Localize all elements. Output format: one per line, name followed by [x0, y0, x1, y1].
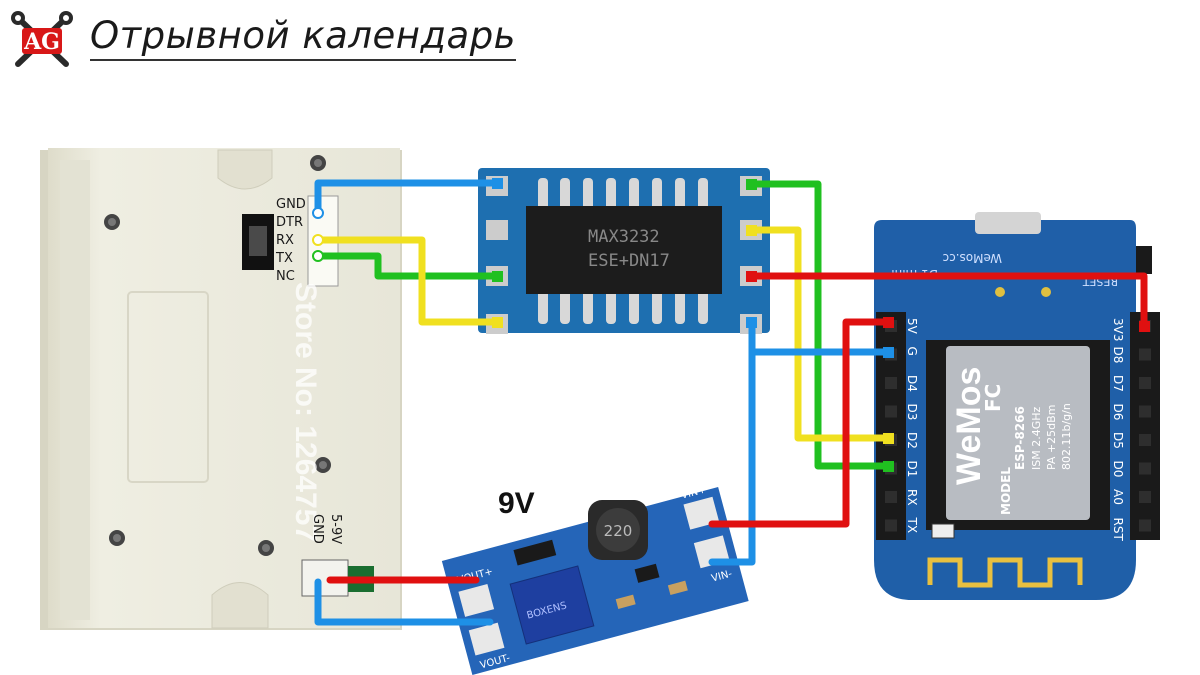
esp-line-4: 802.11b/g/n: [1060, 403, 1073, 470]
screw-icon: [315, 457, 331, 473]
smd-component: [931, 523, 955, 539]
right-header-pin-label: 3V3: [1111, 318, 1125, 341]
pcb-antenna: [927, 557, 1083, 588]
power-label-gnd: GND: [310, 514, 325, 544]
left-header-pin: [885, 377, 897, 389]
right-header-pin: [1139, 434, 1151, 446]
logo-text: AG: [23, 29, 60, 55]
left-header-pin-label: D3: [905, 404, 919, 421]
screw-icon: [258, 540, 274, 556]
diode: [513, 539, 557, 566]
esp-line-3: PA +25dBm: [1045, 405, 1058, 470]
page-title: Отрывной календарь: [90, 14, 516, 61]
pin-label-gnd: GND: [276, 197, 306, 212]
left-header-pin-label: D4: [905, 375, 919, 392]
printer-panel-recess: [127, 291, 209, 483]
pin-label-tx: TX: [275, 251, 293, 266]
screw-icon: [104, 214, 120, 230]
wire-yellow-rx: [314, 236, 501, 326]
wire-green-d1: [748, 180, 892, 470]
left-header-pin: [885, 519, 897, 532]
reset-button[interactable]: [1136, 246, 1152, 274]
left-header-pin: [885, 491, 897, 503]
boost-ic: [634, 563, 660, 583]
fc-mark: FC: [981, 384, 1005, 412]
right-header-pin-label: D6: [1111, 404, 1125, 421]
capacitor: [667, 580, 688, 595]
thermal-printer: GND DTR RX TX NC Store No: 1264757 5-9V …: [40, 148, 402, 630]
wire-blue-vout-minus: [314, 578, 494, 626]
right-header: [1130, 312, 1160, 540]
power-label-5-9v: 5-9V: [328, 514, 343, 544]
watermark-text: Store No: 1264757: [289, 282, 322, 542]
max3232-chip: [526, 206, 722, 294]
left-header-pin-label: RX: [905, 489, 919, 506]
solder-pads: [995, 287, 1051, 297]
boost-converter: 9V VOUT+ VOUT- VIN+ VIN- BOXENS 220: [441, 484, 749, 675]
screw-icon: [109, 530, 125, 546]
right-header-pin: [1139, 405, 1151, 418]
boost-pcb: [441, 486, 749, 675]
esp-brand: WeMos: [950, 367, 988, 485]
capacitor: [615, 594, 636, 609]
esp-line-1: ESP-8266: [1013, 406, 1027, 470]
right-header-pin: [1139, 377, 1151, 389]
wemos-d1-mini: WeMos.cc D1 mini RESET WeMos ESP-8266 IS…: [874, 212, 1160, 600]
right-header-pin-label: D8: [1111, 347, 1125, 364]
right-header-pin-label: D5: [1111, 432, 1125, 449]
right-header-pin: [1139, 348, 1151, 361]
mini-usb-inner: [249, 226, 267, 256]
printer-side-rail: [60, 160, 90, 620]
right-header-pin-label: RST: [1111, 518, 1125, 542]
esp-line-2: ISM 2.4GHz: [1030, 406, 1043, 470]
right-header-pin-label: D0: [1111, 461, 1125, 478]
left-header: [876, 312, 906, 540]
left-header-pin-label: 5V: [905, 318, 919, 335]
ic-pins-bottom: [538, 290, 708, 324]
voltage-label: 9V: [498, 487, 535, 520]
wires: [314, 179, 1148, 626]
wire-green-tx: [314, 252, 501, 280]
pin-label-dtr: DTR: [276, 215, 303, 230]
right-header-pin: [1139, 491, 1151, 503]
ic-pins-top: [538, 178, 708, 210]
wire-red-vin-plus: [708, 318, 892, 528]
right-header-pin-label: A0: [1111, 489, 1125, 505]
pin-label-rx: RX: [276, 233, 294, 248]
printer-body: [48, 148, 400, 628]
max3232-board: MAX3232 ESE+DN17: [478, 168, 770, 334]
header: AG Отрывной календарь: [0, 0, 1200, 80]
inductor-core: [596, 508, 640, 552]
wire-terminals: [312, 178, 1150, 472]
tools-logo-icon: AG: [11, 11, 73, 67]
chip-text-line2: ESE+DN17: [588, 251, 670, 271]
wemos-brand-top: WeMos.cc: [942, 251, 1002, 265]
vout-minus-pad: [468, 622, 505, 656]
printer-top-notch: [217, 149, 273, 190]
potentiometer: [509, 565, 595, 645]
left-header-pin-label: D1: [905, 461, 919, 478]
left-header-pin-label: G: [905, 347, 919, 356]
pin-label-nc: NC: [276, 269, 295, 284]
inductor-label: 220: [604, 522, 633, 540]
wire-blue-vin-minus: [708, 348, 756, 566]
screw-icon: [310, 155, 326, 171]
wire-blue-gnd-serial: [314, 179, 501, 216]
wire-red-3v3: [748, 272, 1148, 330]
right-header-pin-label: D7: [1111, 375, 1125, 392]
right-header-pin: [1139, 462, 1151, 475]
printer-bottom-notch: [211, 582, 269, 629]
left-header-pin-label: D2: [905, 432, 919, 449]
esp-shield: [946, 346, 1090, 520]
usb-connector: [975, 212, 1041, 234]
left-header-pin: [885, 405, 897, 418]
vin-minus-label: VIN-: [710, 568, 733, 584]
chip-text-line1: MAX3232: [588, 227, 660, 247]
left-header-pin-label: TX: [905, 517, 919, 534]
model-label: MODEL: [999, 467, 1013, 515]
right-header-pin: [1139, 519, 1151, 532]
vout-plus-pad: [458, 583, 495, 617]
